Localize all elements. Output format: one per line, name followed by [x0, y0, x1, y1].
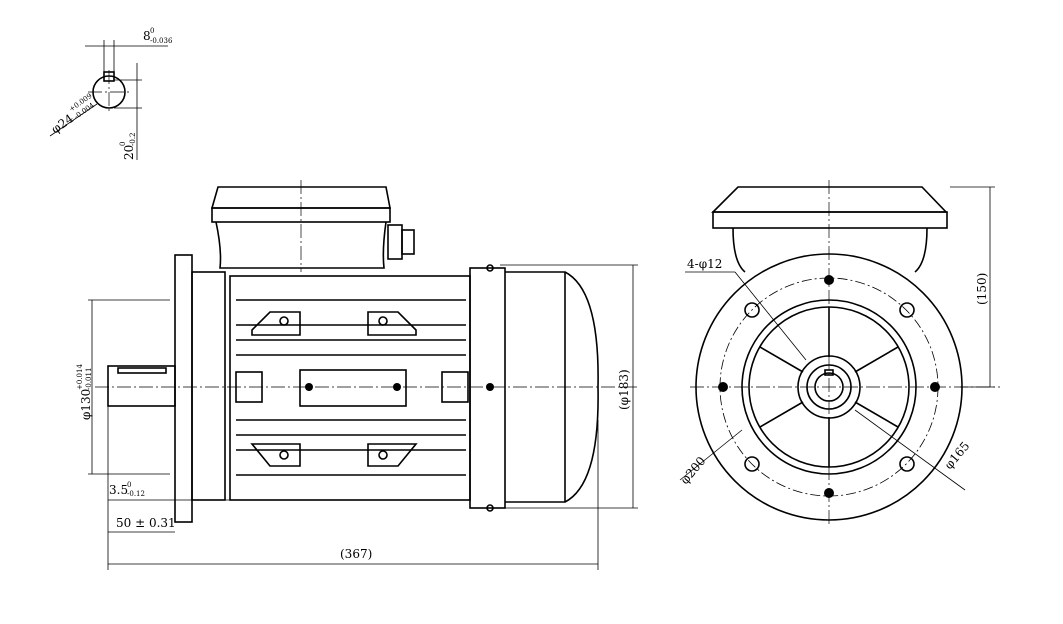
- tol: -0.036: [150, 37, 173, 45]
- tol: 0: [127, 481, 131, 489]
- cooling-fins: [236, 299, 466, 476]
- pitch-circle-label: φ165: [942, 439, 973, 472]
- tol: 0: [150, 27, 154, 35]
- feet-lugs: [250, 311, 418, 467]
- flange-diameter-label: φ200: [678, 454, 709, 487]
- key-width-label: 8: [143, 29, 151, 43]
- front-view: 4-φ12 (150) φ200 φ165: [678, 180, 1000, 525]
- overall-length-label: (367): [340, 547, 372, 561]
- key-depth-label: 20: [122, 145, 136, 160]
- spigot-diameter-label: φ130: [79, 389, 93, 420]
- spigot-depth-label: 3.5: [109, 483, 128, 497]
- body-diameter-label: (φ183): [617, 369, 631, 410]
- tol: 0: [119, 142, 127, 146]
- tol: -0.2: [129, 133, 137, 147]
- flange-holes-label: 4-φ12: [687, 257, 722, 271]
- tol: -0.12: [127, 490, 145, 498]
- tol: +0.014: [76, 364, 84, 390]
- shaft-section: 8 0 -0.036 φ24 +0.009 -0.004 20 0 -0.2: [49, 27, 173, 160]
- tol: -0.011: [85, 368, 93, 390]
- shaft-length-label: 50 ± 0.31: [116, 516, 176, 530]
- shaft-height-label: (150): [975, 273, 989, 305]
- side-view: φ130 +0.014 -0.011 3.5 0 -0.12 50 ± 0.31…: [76, 180, 640, 570]
